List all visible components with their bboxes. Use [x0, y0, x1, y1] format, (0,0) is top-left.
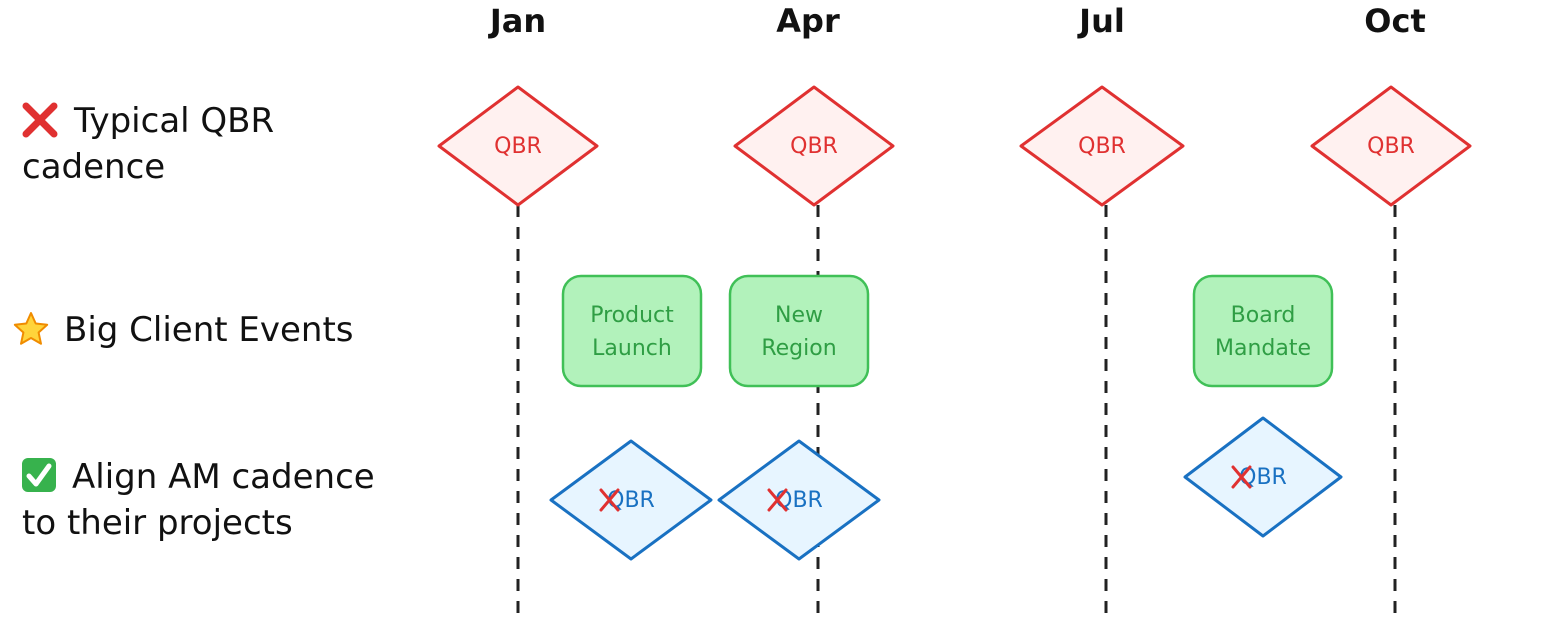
client-event-product-launch: Product Launch [561, 274, 703, 388]
star-icon [13, 312, 49, 345]
event-label-line1: Board [1231, 303, 1296, 328]
event-label-line1: New [775, 303, 823, 328]
row-label-typical-line2: cadence [22, 147, 165, 187]
typical-qbr-label: QBR [1078, 134, 1126, 159]
month-label-apr: Apr [776, 2, 840, 40]
client-event-new-region: New Region [728, 274, 870, 388]
event-label-line2: Region [761, 336, 836, 361]
typical-qbr-milestone: QBR [1310, 85, 1472, 207]
typical-qbr-label: QBR [790, 134, 838, 159]
month-label-oct: Oct [1364, 2, 1425, 40]
aligned-qbr-milestone: QBR [717, 439, 881, 561]
check-mark-icon [22, 458, 56, 492]
typical-qbr-milestone: QBR [437, 85, 599, 207]
aligned-qbr-milestone: QBR [1183, 416, 1343, 538]
aligned-qbr-label: QBR [1239, 465, 1287, 490]
typical-qbr-milestone: QBR [1019, 85, 1185, 207]
typical-qbr-milestone: QBR [733, 85, 895, 207]
row-label-align-line2: to their projects [22, 503, 293, 543]
month-label-jan: Jan [488, 2, 546, 40]
row-label-events-line1: Big Client Events [64, 310, 354, 350]
strike-cross-icon [1231, 465, 1252, 489]
client-event-board-mandate: Board Mandate [1192, 274, 1334, 388]
row-label-align: Align AM cadence to their projects [22, 457, 375, 543]
cross-mark-icon [22, 102, 58, 138]
aligned-qbr-label: QBR [775, 488, 823, 513]
month-label-jul: Jul [1077, 2, 1125, 40]
event-label-line1: Product [590, 303, 674, 328]
typical-qbr-label: QBR [1367, 134, 1415, 159]
event-label-line2: Launch [592, 336, 672, 361]
typical-qbr-label: QBR [494, 134, 542, 159]
event-label-line2: Mandate [1215, 336, 1311, 361]
row-label-events: Big Client Events [13, 310, 354, 350]
strike-cross-icon [767, 488, 788, 512]
row-label-typical-line1: Typical QBR [73, 101, 274, 141]
strike-cross-icon [599, 488, 620, 512]
row-label-align-line1: Align AM cadence [72, 457, 375, 497]
aligned-qbr-milestone: QBR [549, 439, 713, 561]
aligned-qbr-label: QBR [607, 488, 655, 513]
row-label-typical: Typical QBR cadence [22, 101, 274, 187]
